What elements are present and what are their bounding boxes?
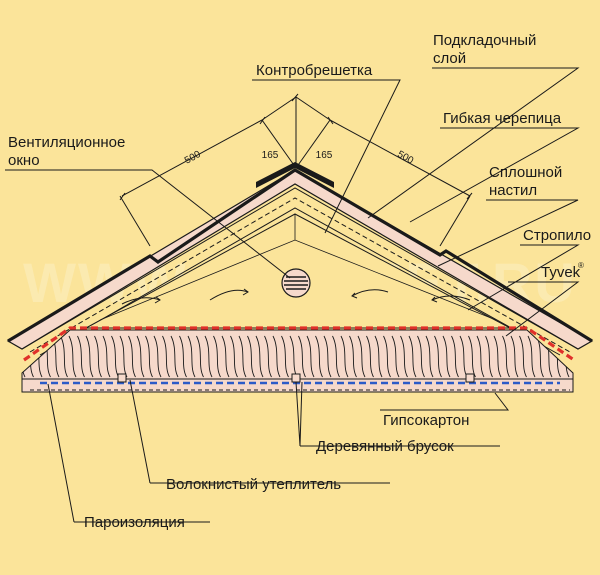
leader-paroizolyaciya — [47, 383, 210, 523]
label-brusok: Деревянный брусок — [316, 438, 454, 455]
shingle-layer — [7, 168, 593, 343]
leader-sploshnoy — [437, 199, 579, 267]
insulation-loops — [22, 335, 573, 378]
leader-kontrobreshetka — [252, 79, 401, 234]
airflow-arrows — [121, 288, 471, 305]
label-podkladochny-2: слой — [433, 50, 466, 67]
leader-vent — [5, 169, 291, 279]
leader-brusok — [295, 381, 500, 447]
label-uteplitel: Волокнистый утеплитель — [166, 476, 341, 493]
label-sploshnoy-1: Сплошной — [489, 164, 562, 181]
leader-uteplitel — [129, 379, 390, 484]
leader-gipsokarton — [380, 392, 510, 411]
label-gipsokarton: Гипсокартон — [383, 412, 469, 429]
ventilation-window — [281, 268, 311, 298]
label-kontrobreshetka: Контробрешетка — [256, 62, 373, 79]
label-vent-1: Вентиляционное — [8, 134, 125, 151]
dim-right-slope: 500 — [395, 149, 415, 167]
gable-inner-lines — [99, 214, 497, 321]
underlayment-line — [29, 197, 571, 353]
label-tyvek-mark: ® — [578, 261, 584, 270]
dimension-lines — [119, 93, 473, 247]
dim-left-ridge: 165 — [262, 150, 279, 161]
leader-stropilo — [467, 244, 580, 311]
dim-left-slope: 500 — [183, 149, 203, 167]
label-vent-2: окно — [8, 152, 40, 169]
tyvek-membrane — [23, 326, 575, 362]
label-paroizolyaciya: Пароизоляция — [84, 514, 185, 531]
wooden-battens — [117, 373, 475, 383]
leader-lines — [5, 67, 580, 523]
label-stropilo: Стропило — [523, 227, 591, 244]
label-tyvek: Tyvek — [541, 264, 581, 281]
decking-line — [21, 187, 579, 350]
label-podkladochny-1: Подкладочный — [433, 32, 536, 49]
leader-gibkaya — [409, 127, 580, 223]
plasterboard-band — [21, 378, 574, 393]
label-sploshnoy-2: настил — [489, 182, 537, 199]
dim-right-ridge: 165 — [316, 150, 333, 161]
leader-podkladochny — [367, 67, 580, 219]
leader-tyvek — [505, 281, 580, 337]
label-gibkaya: Гибкая черепица — [443, 110, 562, 127]
counter-batten-line — [39, 207, 561, 356]
